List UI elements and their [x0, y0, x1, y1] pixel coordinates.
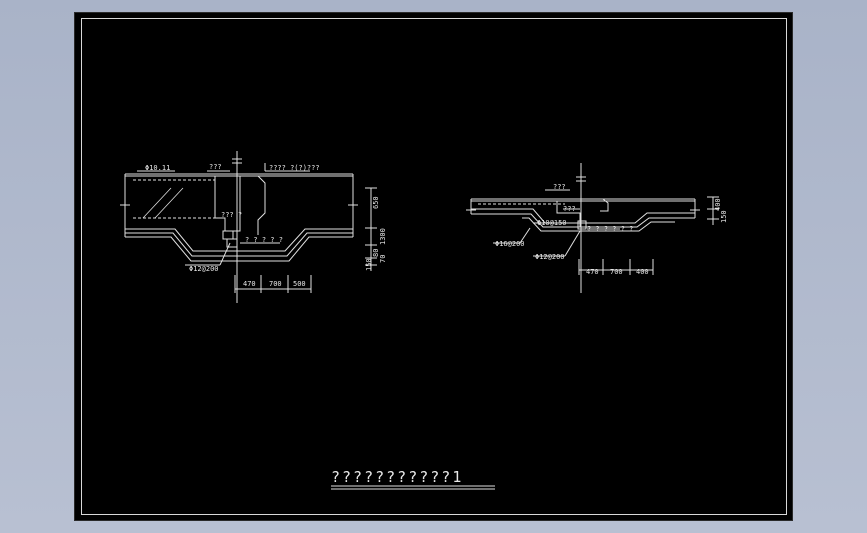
right-dim-h-2: 700 — [610, 268, 623, 276]
right-label-mid: Φ10@150 — [537, 219, 567, 227]
right-label-top: ??? — [553, 183, 566, 191]
right-rebar-label-2: Φ12@200 — [535, 253, 565, 261]
left-section-detail — [120, 151, 377, 303]
left-label-top-left: Φ10.11 — [145, 164, 170, 172]
right-dim-v-2: 150 — [720, 210, 728, 223]
left-label-top-mid: ??? — [209, 163, 222, 171]
left-label-inner: ??? ? — [221, 211, 242, 219]
right-dim-v-1: 400 — [714, 198, 722, 211]
drawing-frame — [81, 18, 787, 515]
cad-drawing: Φ10.11 ??? ???? ?(?)??? ??? ? ? ? ? ? ? … — [120, 151, 728, 490]
left-dim-v-5: 150 — [365, 258, 373, 271]
right-dim-h-3: 400 — [636, 268, 649, 276]
left-dim-v-2: 70 — [379, 255, 387, 263]
right-section-detail — [466, 163, 719, 293]
left-dim-v-4: 80 — [372, 249, 380, 257]
right-dim-h-1: 470 — [586, 268, 599, 276]
sheet-title: ???????????1 — [331, 468, 463, 486]
left-rebar-label: Φ12@200 — [189, 265, 219, 273]
left-dim-v-3: 1300 — [379, 228, 387, 245]
right-label-inner: ??? — [563, 205, 576, 213]
right-rebar-label-1: Φ16@200 — [495, 240, 525, 248]
left-dim-h-2: 700 — [269, 280, 282, 288]
left-dim-h-1: 470 — [243, 280, 256, 288]
left-dim-v-1: 650 — [372, 196, 380, 209]
drawing-sheet: Φ10.11 ??? ???? ?(?)??? ??? ? ? ? ? ? ? … — [74, 12, 793, 521]
left-label-top-right: ???? ?(?)??? — [269, 164, 320, 172]
left-dim-h-3: 500 — [293, 280, 306, 288]
right-label-right: ? ? ? ? ? ? — [587, 225, 633, 233]
left-label-right: ? ? ? ? ? — [245, 236, 283, 244]
